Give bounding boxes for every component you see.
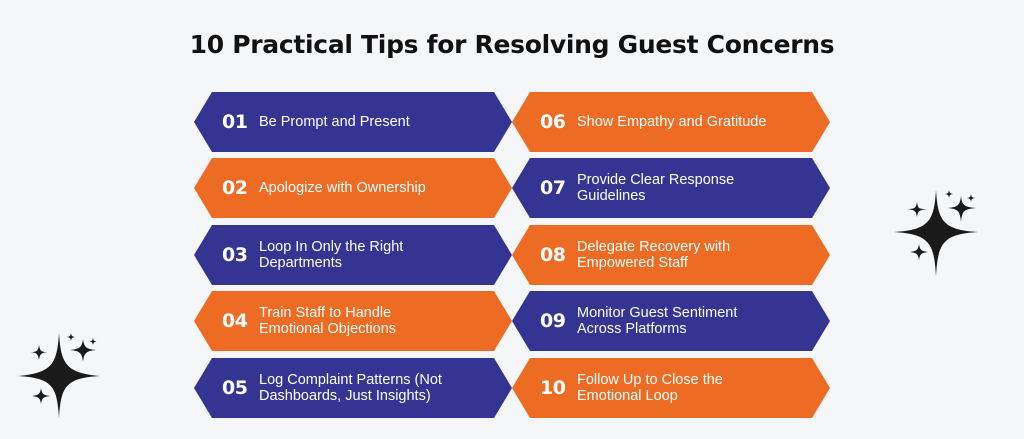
tip-07: 07 Provide Clear Response Guidelines xyxy=(512,158,830,218)
tip-label: Apologize with Ownership xyxy=(259,180,426,196)
tip-number: 03 xyxy=(222,244,248,266)
sparkle-tiny-icon xyxy=(67,333,75,341)
sparkle-tiny-icon xyxy=(89,338,97,345)
tip-number: 05 xyxy=(222,377,248,399)
sparkle-tiny-icon xyxy=(945,190,953,198)
tip-number: 06 xyxy=(540,111,566,133)
sparkle-small-icon xyxy=(32,388,50,404)
tip-05: 05 Log Complaint Patterns (Not Dashboard… xyxy=(194,358,512,418)
page-title: 10 Practical Tips for Resolving Guest Co… xyxy=(189,30,835,59)
tip-03: 03 Loop In Only the Right Departments xyxy=(194,225,512,285)
sparkle-small-icon xyxy=(910,244,928,260)
tip-08: 08 Delegate Recovery with Empowered Staf… xyxy=(512,225,830,285)
tip-01: 01 Be Prompt and Present xyxy=(194,92,512,152)
tip-04: 04 Train Staff to Handle Emotional Objec… xyxy=(194,291,512,351)
tip-06: 06 Show Empathy and Gratitude xyxy=(512,92,830,152)
tip-number: 10 xyxy=(540,377,566,399)
tip-label: Delegate Recovery with Empowered Staff xyxy=(577,239,731,271)
sparkle-cluster-icon xyxy=(894,190,978,276)
tip-label: Train Staff to Handle Emotional Objectio… xyxy=(259,305,397,337)
sparkle-tiny-icon xyxy=(967,194,975,202)
tip-number: 07 xyxy=(540,177,566,199)
tip-label: Monitor Guest Sentiment Across Platforms xyxy=(577,305,738,337)
tip-02: 02 Apologize with Ownership xyxy=(194,158,512,218)
sparkle-cluster-icon xyxy=(18,333,100,418)
tip-label: Follow Up to Close the Emotional Loop xyxy=(577,372,723,404)
tip-label: Be Prompt and Present xyxy=(259,114,410,130)
sparkle-small-icon xyxy=(70,339,96,362)
sparkle-large-icon xyxy=(18,333,100,418)
tip-label: Loop In Only the Right Departments xyxy=(259,239,404,271)
tip-number: 08 xyxy=(540,244,566,266)
tip-10: 10 Follow Up to Close the Emotional Loop xyxy=(512,358,830,418)
sparkle-small-icon xyxy=(907,202,927,217)
tip-label: Show Empathy and Gratitude xyxy=(577,114,767,130)
tip-number: 02 xyxy=(222,177,248,199)
tip-label: Provide Clear Response Guidelines xyxy=(577,172,735,204)
tip-number: 04 xyxy=(222,310,248,332)
tip-number: 01 xyxy=(222,111,248,133)
sparkle-small-icon xyxy=(31,345,47,360)
tip-09: 09 Monitor Guest Sentiment Across Platfo… xyxy=(512,291,830,351)
tip-number: 09 xyxy=(540,310,566,332)
sparkle-small-icon xyxy=(948,196,976,222)
sparkle-large-icon xyxy=(894,190,978,276)
tip-label: Log Complaint Patterns (Not Dashboards, … xyxy=(259,372,442,404)
